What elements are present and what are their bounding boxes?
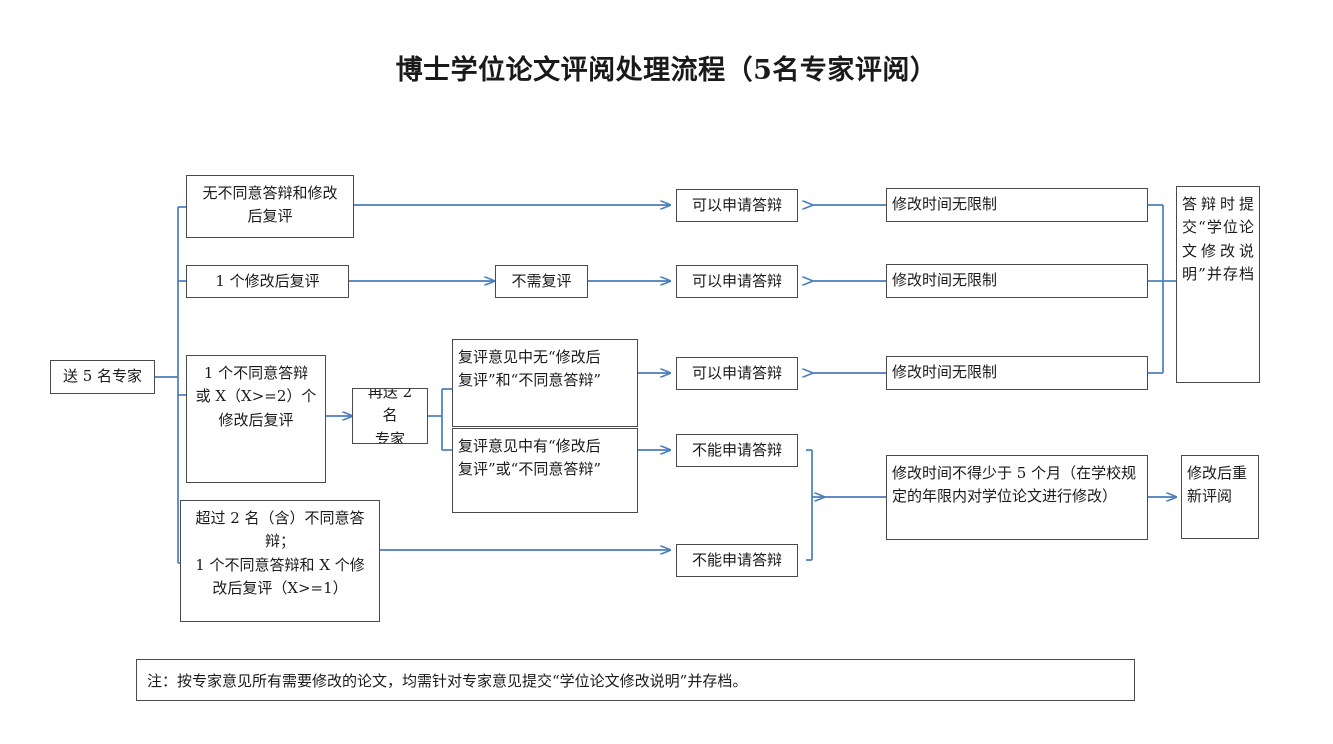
node-min-five-months: 修改时间不得少于 5 个月（在学校规定的年限内对学位论文进行修改） bbox=[886, 455, 1148, 540]
node-can-apply-3-label: 可以申请答辩 bbox=[691, 363, 782, 382]
node-start: 送 5 名专家 bbox=[50, 360, 155, 394]
node-cannot-apply-1: 不能申请答辩 bbox=[676, 434, 798, 467]
node-unlimited-1: 修改时间无限制 bbox=[886, 188, 1148, 222]
node-review-none: 复评意见中无“修改后 复评”和“不同意答辩” bbox=[452, 339, 638, 427]
node-unlimited-2: 修改时间无限制 bbox=[886, 264, 1148, 298]
node-branch-none: 无不同意答辩和修改 后复评 bbox=[186, 175, 354, 238]
node-review-has: 复评意见中有“修改后 复评”或“不同意答辩” bbox=[452, 428, 638, 513]
note-box: 注：按专家意见所有需要修改的论文，均需针对专家意见提交“学位论文修改说明”并存档… bbox=[136, 659, 1135, 701]
page-title: 博士学位论文评阅处理流程（5名专家评阅） bbox=[395, 55, 938, 86]
node-branch-one-revise: 1 个修改后复评 bbox=[186, 265, 349, 298]
node-unlimited-3: 修改时间无限制 bbox=[886, 356, 1148, 390]
node-rereview-after: 修改后重新评阅 bbox=[1181, 455, 1259, 539]
node-no-rereview: 不需复评 bbox=[495, 265, 588, 298]
note-text: 注：按专家意见所有需要修改的论文，均需针对专家意见提交“学位论文修改说明”并存档… bbox=[147, 671, 748, 690]
node-can-apply-2-label: 可以申请答辩 bbox=[691, 271, 782, 290]
node-branch-over-two: 超过 2 名（含）不同意答 辩； 1 个不同意答辩和 X 个修 改后复评（X>=… bbox=[180, 500, 380, 622]
node-submit-statement-label: 答辩时提交“学位论文修改说明”并存档 bbox=[1182, 195, 1254, 283]
node-branch-one-disagree: 1 个不同意答辩 或 X（X>=2）个 修改后复评 bbox=[186, 355, 326, 483]
node-branch-one-revise-label: 1 个修改后复评 bbox=[215, 271, 320, 290]
node-review-none-label: 复评意见中无“修改后 复评”和“不同意答辩” bbox=[458, 348, 602, 390]
node-can-apply-1-label: 可以申请答辩 bbox=[691, 195, 782, 214]
node-branch-over-two-label: 超过 2 名（含）不同意答 辩； 1 个不同意答辩和 X 个修 改后复评（X>=… bbox=[195, 509, 365, 597]
node-send-two-more-label: 再送 2 名 专家 bbox=[367, 388, 413, 444]
node-can-apply-1: 可以申请答辩 bbox=[676, 189, 798, 222]
node-can-apply-2: 可以申请答辩 bbox=[676, 265, 798, 298]
node-unlimited-1-label: 修改时间无限制 bbox=[892, 195, 998, 214]
node-can-apply-3: 可以申请答辩 bbox=[676, 357, 798, 390]
node-cannot-apply-1-label: 不能申请答辩 bbox=[691, 440, 782, 459]
node-branch-none-label: 无不同意答辩和修改 后复评 bbox=[202, 184, 338, 226]
node-no-rereview-label: 不需复评 bbox=[511, 271, 572, 290]
node-unlimited-3-label: 修改时间无限制 bbox=[892, 363, 998, 382]
node-unlimited-2-label: 修改时间无限制 bbox=[892, 271, 998, 290]
node-review-has-label: 复评意见中有“修改后 复评”或“不同意答辩” bbox=[458, 437, 602, 479]
node-start-label: 送 5 名专家 bbox=[62, 367, 143, 386]
node-branch-one-disagree-label: 1 个不同意答辩 或 X（X>=2）个 修改后复评 bbox=[195, 364, 317, 429]
node-rereview-after-label: 修改后重新评阅 bbox=[1187, 464, 1248, 506]
node-min-five-months-label: 修改时间不得少于 5 个月（在学校规定的年限内对学位论文进行修改） bbox=[892, 464, 1137, 506]
node-cannot-apply-2-label: 不能申请答辩 bbox=[691, 550, 782, 569]
node-send-two-more: 再送 2 名 专家 bbox=[352, 388, 428, 444]
node-submit-statement: 答辩时提交“学位论文修改说明”并存档 bbox=[1176, 186, 1260, 383]
node-cannot-apply-2: 不能申请答辩 bbox=[676, 544, 798, 577]
